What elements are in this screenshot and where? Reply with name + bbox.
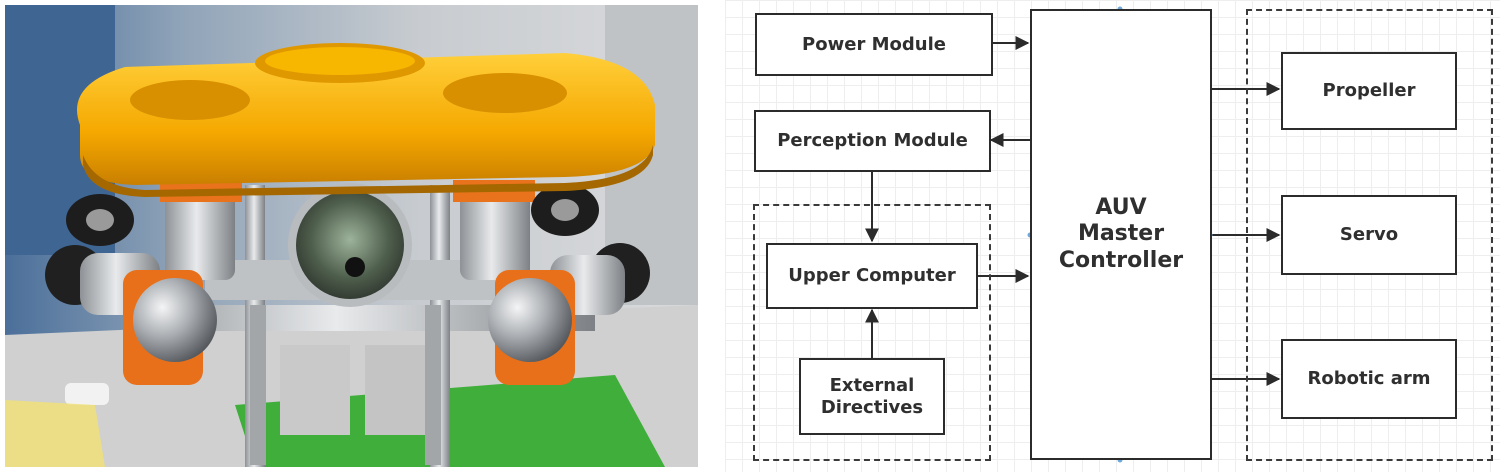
host-group xyxy=(753,204,991,461)
robotic-arm-box: Robotic arm xyxy=(1281,339,1457,419)
block-diagram: Power Module Perception Module Upper Com… xyxy=(725,0,1500,472)
propeller-box: Propeller xyxy=(1281,52,1457,130)
power-module-box: Power Module xyxy=(755,13,993,76)
external-directives-box: External Directives xyxy=(799,358,945,435)
diagram-connectors xyxy=(865,6,1281,463)
perception-module-box: Perception Module xyxy=(754,110,991,172)
auv-master-controller-box: AUV Master Controller xyxy=(1030,9,1212,460)
actuator-group xyxy=(1246,9,1493,461)
servo-box: Servo xyxy=(1281,195,1457,275)
auv-photo-illustration xyxy=(5,5,698,467)
upper-computer-box: Upper Computer xyxy=(766,243,978,309)
auv-photo xyxy=(5,5,698,467)
